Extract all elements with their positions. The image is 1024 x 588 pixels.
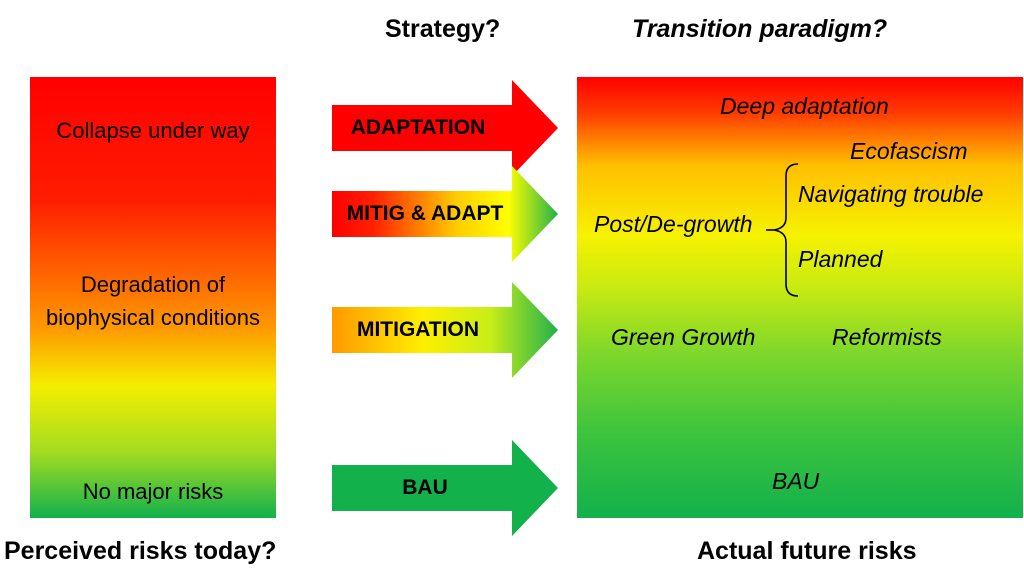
mitigation-arrow-label: MITIGATION xyxy=(356,318,480,341)
curly-brace xyxy=(766,163,799,297)
bau-arrow-label: BAU xyxy=(402,476,448,499)
perceived-risks-box xyxy=(30,77,276,518)
mitigation-arrow: MITIGATION xyxy=(332,282,558,378)
adaptation-arrow: ADAPTATION xyxy=(332,80,558,176)
no-major-risks-label: No major risks xyxy=(82,479,224,504)
mitigation-arrow-shape xyxy=(332,282,558,378)
degradation-label-line2: biophysical conditions xyxy=(45,305,261,330)
transition-paradigm-header: Transition paradigm? xyxy=(632,15,888,43)
strategy-header: Strategy? xyxy=(385,15,501,43)
ecofascism-label: Ecofascism xyxy=(850,138,968,164)
mitig-adapt-arrow-label: MITIG & ADAPT xyxy=(346,202,504,225)
degradation-label: Degradation of biophysical conditions xyxy=(30,268,276,334)
post-degrowth-label: Post/De-growth xyxy=(594,211,753,237)
deep-adaptation-label: Deep adaptation xyxy=(720,93,889,119)
right-bau-label: BAU xyxy=(772,468,820,494)
actual-risks-label: Actual future risks xyxy=(697,537,917,565)
bau-arrow: BAU xyxy=(332,440,558,536)
navigating-trouble-label: Navigating trouble xyxy=(798,181,984,207)
perceived-risks-label: Perceived risks today? xyxy=(4,537,277,565)
bau-arrow-shape xyxy=(332,440,558,536)
degradation-label-line1: Degradation of xyxy=(80,272,226,297)
adaptation-arrow-shape xyxy=(332,80,558,176)
mitig-adapt-arrow: MITIG & ADAPT xyxy=(332,166,558,262)
reformists-label: Reformists xyxy=(832,324,942,350)
collapse-label: Collapse under way xyxy=(56,118,250,143)
adaptation-arrow-label: ADAPTATION xyxy=(350,116,486,139)
planned-label: Planned xyxy=(798,246,883,272)
future-risks-box xyxy=(577,77,1023,518)
mitig-adapt-arrow-shape xyxy=(332,166,558,262)
green-growth-label: Green Growth xyxy=(611,324,756,350)
